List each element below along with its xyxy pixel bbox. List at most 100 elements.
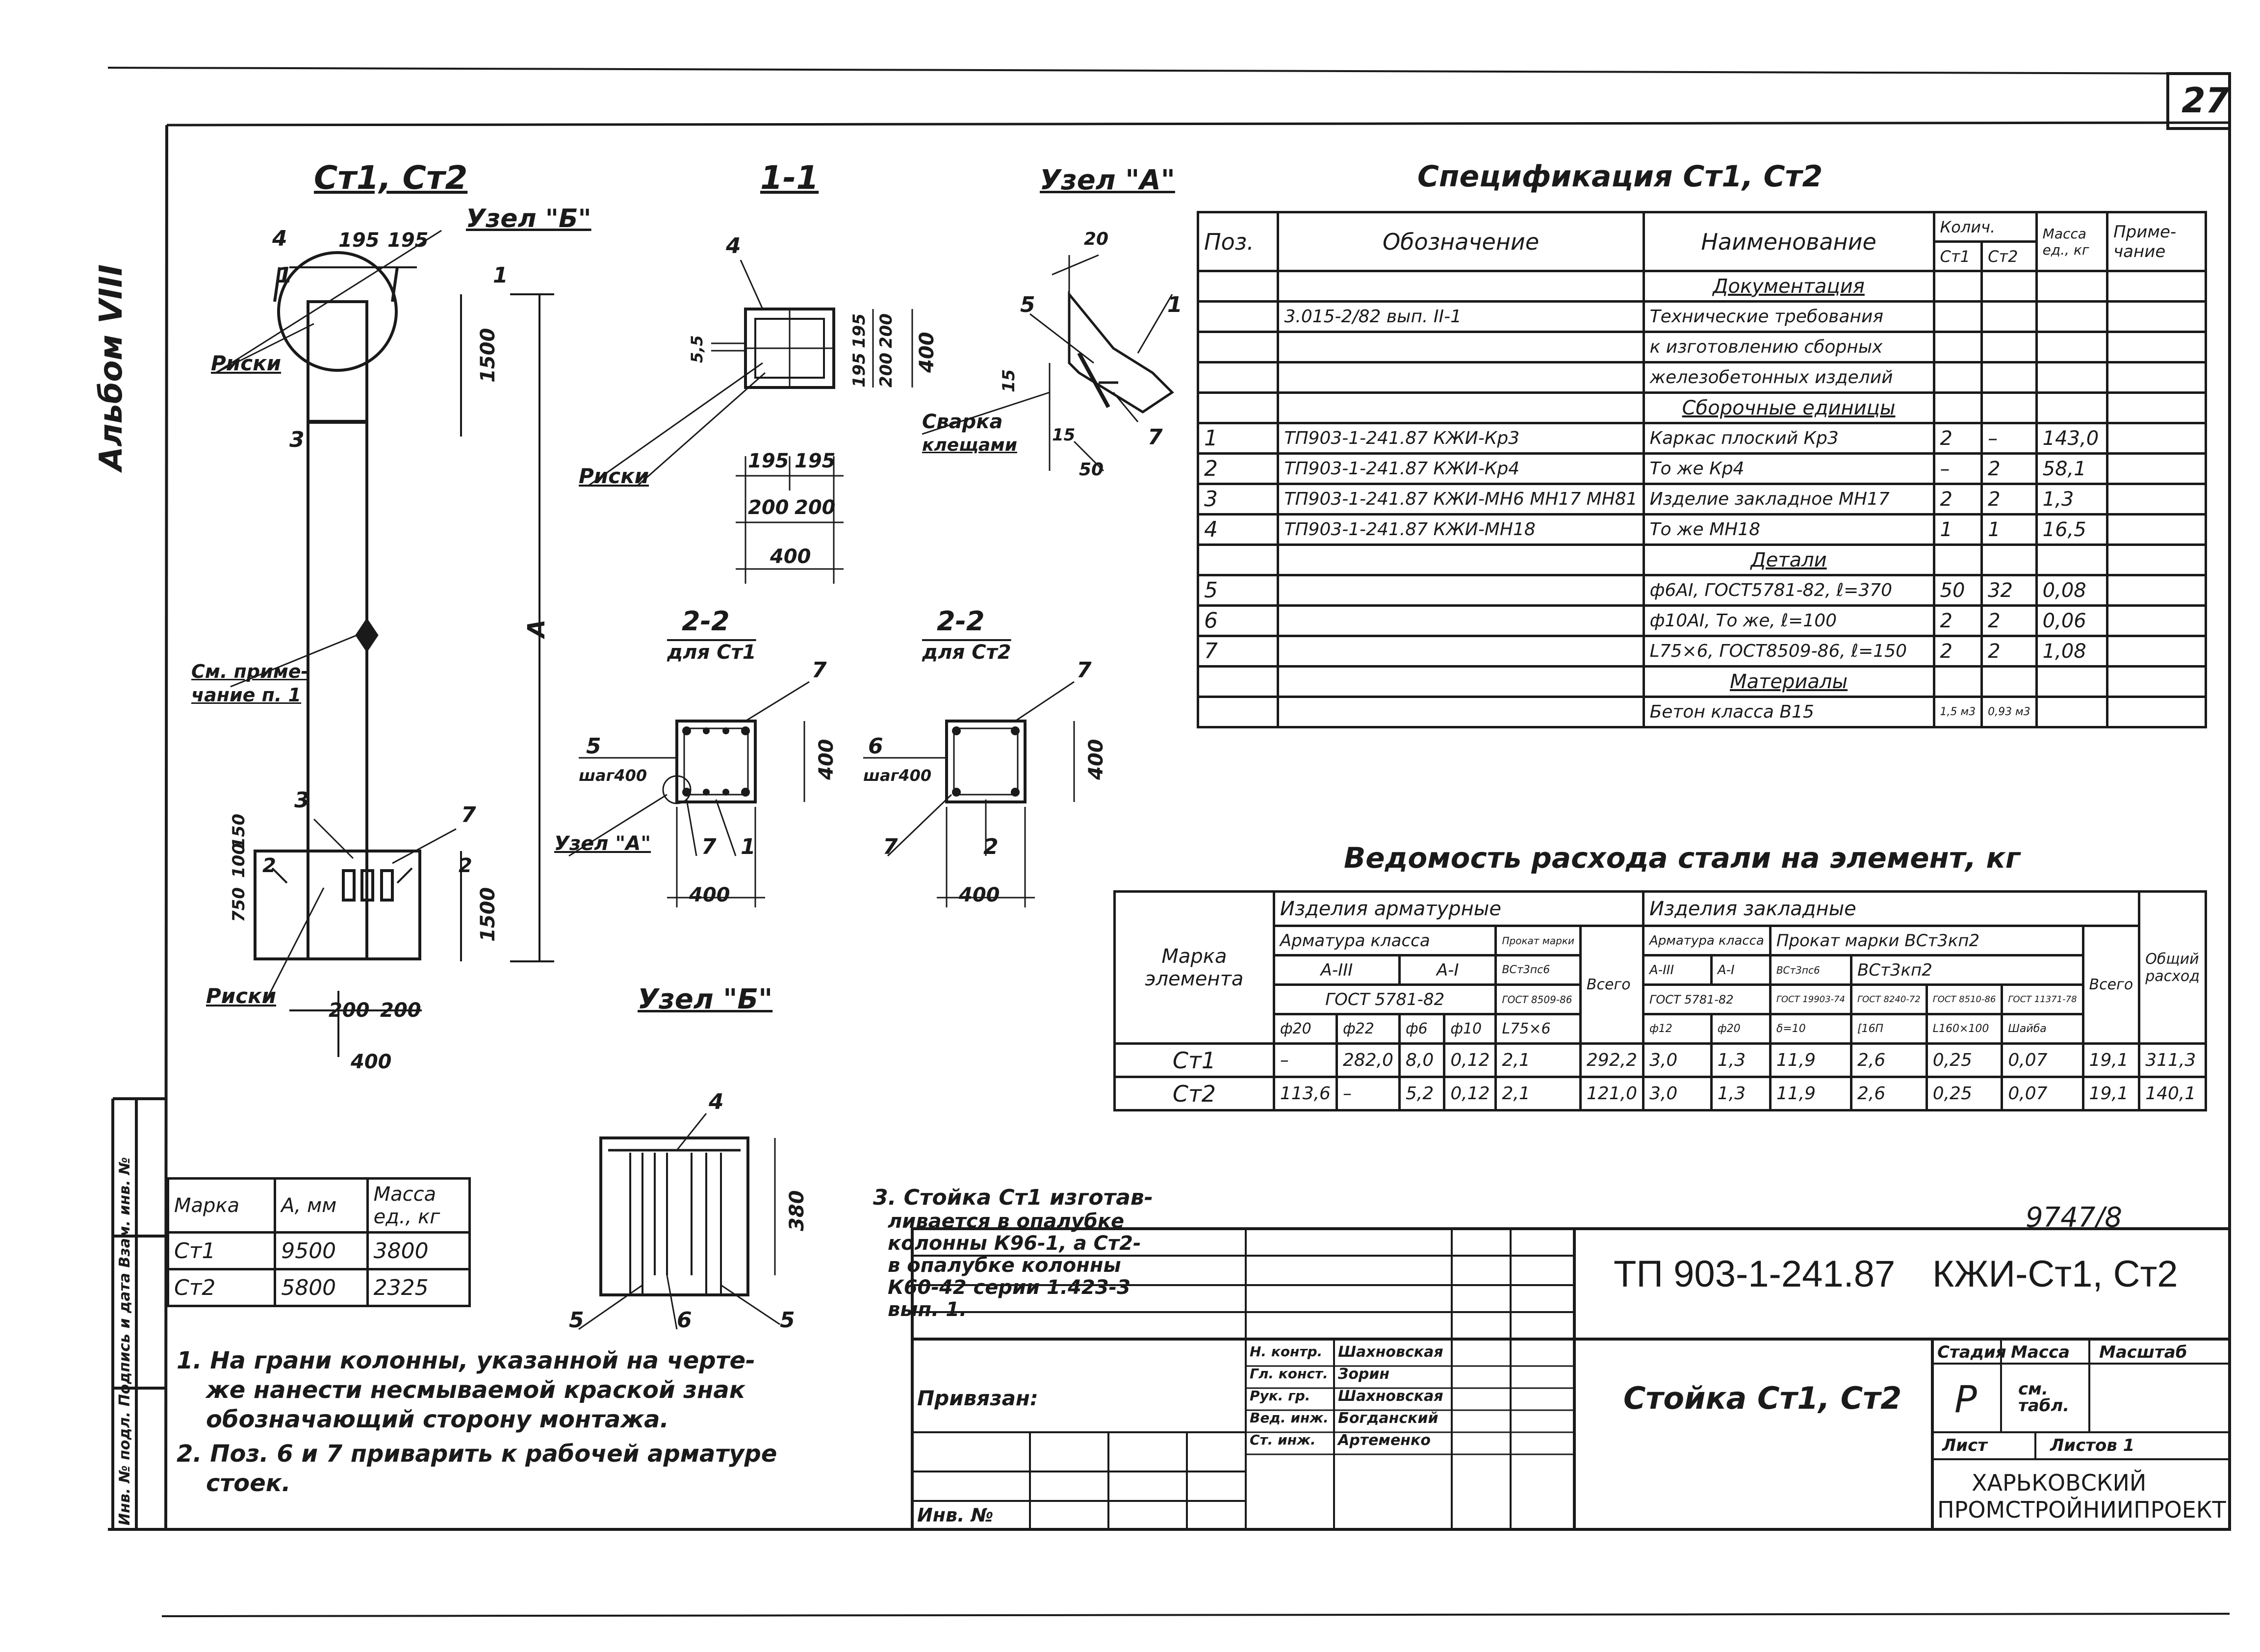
steel-zakl-diameter: [16П <box>1849 1013 1928 1045</box>
spec-note <box>2106 331 2207 363</box>
steel-value: 3,0 <box>1642 1042 1713 1078</box>
marks-header: Масса ед., кг <box>366 1177 471 1234</box>
role-label: Н. контр. <box>1250 1343 1323 1360</box>
spec-pos: 7 <box>1196 635 1280 668</box>
spec-note <box>2106 635 2207 668</box>
mass-value: см. табл. <box>2018 1379 2070 1416</box>
steel-zakl-diameter: ф20 <box>1710 1013 1772 1045</box>
steel-diameter: ф6 <box>1398 1013 1446 1045</box>
steel-value: 19,1 <box>2081 1042 2141 1078</box>
steel-value: 2,6 <box>1849 1042 1928 1078</box>
spec-qty-st2 <box>1980 270 2038 303</box>
node-b-title: Узел "Б" <box>638 983 773 1015</box>
pos-6-22-st2: 6 <box>868 734 883 759</box>
spec-pos <box>1196 391 1280 424</box>
dim-195-a: 195 <box>338 229 380 252</box>
steel-value: 282,0 <box>1335 1042 1401 1078</box>
dim-200-11b: 200 <box>795 496 836 519</box>
org-line-2: ПРОМСТРОЙНИИПРОЕКТ <box>1937 1497 2226 1523</box>
section-22-sub-st2: для Ст2 <box>922 641 1011 664</box>
spec-qty-st1 <box>1932 543 1983 576</box>
steel-header-mark: Марка элемента <box>1113 890 1275 1045</box>
steel-header-z-vst3: ВСт3пс6 <box>1769 954 1852 986</box>
spec-note <box>2106 270 2207 303</box>
spec-qty-st1: 50 <box>1932 574 1983 607</box>
steel-header-arm-class: Арматура класса <box>1272 925 1497 956</box>
spec-qty-st1: 2 <box>1932 604 1983 637</box>
spec-pos <box>1196 331 1280 363</box>
stage-label: Стадия <box>1937 1342 2006 1362</box>
label-see-note: См. приме- <box>191 661 309 682</box>
steel-header-z-a3: А-III <box>1642 954 1713 986</box>
label-riski-3: Риски <box>206 984 277 1008</box>
marks-cell: Ст2 <box>166 1268 277 1307</box>
steel-header-zakl-class: Арматура класса <box>1642 925 1772 956</box>
spec-designation <box>1277 635 1645 668</box>
dim-400-11: 400 <box>770 545 811 568</box>
spec-note <box>2106 483 2207 516</box>
steel-diameter: ф20 <box>1272 1013 1338 1045</box>
spec-header-note: Приме- чание <box>2106 211 2207 272</box>
spec-mass: 0,08 <box>2035 574 2109 607</box>
steel-header-a3: А-III <box>1272 954 1401 986</box>
spec-qty-st1: 1 <box>1932 513 1983 546</box>
steel-value: 140,1 <box>2138 1076 2207 1111</box>
spec-mass <box>2035 361 2109 394</box>
steel-value: 0,07 <box>2001 1076 2084 1111</box>
label-riski-2: Риски <box>579 464 649 488</box>
spec-title: Спецификация Ст1, Ст2 <box>1417 159 1823 194</box>
steel-header-total-zakl: Всего <box>2081 925 2141 1045</box>
page-number: 27 <box>2182 80 2230 121</box>
steel-table: Марка элемента Изделия арматурные Издели… <box>1113 890 2207 1111</box>
privyazan-label: Привязан: <box>917 1386 1038 1410</box>
steel-value: 2,6 <box>1849 1076 1928 1111</box>
dim-200-elev-b: 200 <box>380 999 421 1022</box>
steel-value: 0,07 <box>2001 1042 2084 1078</box>
spec-qty-st1: 2 <box>1932 422 1983 455</box>
spec-pos: 3 <box>1196 483 1280 516</box>
spec-mass <box>2035 270 2109 303</box>
spec-name: ф6АI, ГОСТ5781-82, ℓ=370 <box>1642 574 1935 607</box>
table-row: Материалы <box>1196 665 2207 698</box>
note-1c: обозначающий сторону монтажа. <box>206 1406 669 1433</box>
steel-header-arm: Изделия арматурные <box>1272 890 1644 927</box>
steel-header-gost8509: ГОСТ 8509-86 <box>1494 983 1582 1015</box>
spec-name: Каркас плоский Кр3 <box>1642 422 1935 455</box>
table-row: Детали <box>1196 543 2207 576</box>
product-name: Стойка Ст1, Ст2 <box>1623 1380 1902 1416</box>
spec-pos: 1 <box>1196 422 1280 455</box>
spec-name: То же МН18 <box>1642 513 1935 546</box>
note-3f: вып. 1. <box>888 1298 967 1321</box>
note-1b: же нанести несмываемой краской знак <box>206 1376 745 1404</box>
spec-mass: 0,06 <box>2035 604 2109 637</box>
role-name: Шахновская <box>1338 1343 1443 1361</box>
sheet-label: Лист <box>1942 1436 1987 1455</box>
table-row: Документация <box>1196 270 2207 303</box>
spec-mass <box>2035 543 2109 576</box>
note-3d: в опалубке колонны <box>888 1254 1121 1277</box>
pos-1-elev-b: 1 <box>493 263 508 288</box>
label-kleshchami: клещами <box>922 435 1017 455</box>
pos-1-22-st1: 1 <box>741 834 756 859</box>
mass-label: Масса <box>2011 1342 2070 1362</box>
pos-2-elev-a: 2 <box>262 854 276 877</box>
doc-code: ТП 903-1-241.87 <box>1614 1253 1896 1295</box>
spec-name: Документация <box>1642 270 1935 303</box>
node-a-title: Узел "А" <box>1040 164 1175 196</box>
pos-7-node-a: 7 <box>1148 425 1163 450</box>
label-see-note-2: чание п. 1 <box>191 684 301 706</box>
pos-2-elev-b: 2 <box>459 854 472 877</box>
steel-value: 2,1 <box>1494 1076 1582 1111</box>
marks-cell: Ст1 <box>166 1231 277 1270</box>
pos-5-node-a: 5 <box>1020 292 1035 317</box>
spec-note <box>2106 574 2207 607</box>
steel-value: 1,3 <box>1710 1042 1772 1078</box>
steel-diameter: L75×6 <box>1494 1013 1582 1045</box>
label-riski-1: Риски <box>211 351 282 375</box>
spec-note <box>2106 300 2207 333</box>
